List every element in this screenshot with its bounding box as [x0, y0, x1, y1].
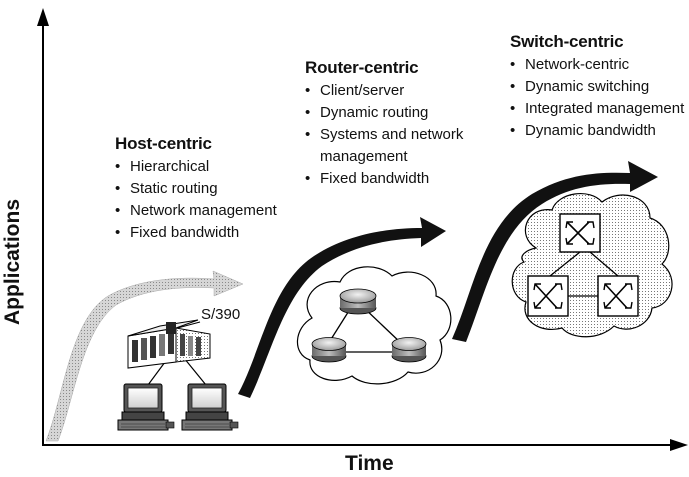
feature-item: Dynamic bandwidth — [510, 120, 684, 142]
workstation-left-icon — [117, 383, 175, 431]
router-centric-growth-arrow — [238, 217, 446, 398]
switch-centric-title: Switch-centric — [510, 32, 624, 51]
host-centric-title: Host-centric — [115, 134, 212, 153]
feature-item: Dynamic routing — [305, 102, 463, 124]
feature-item: Dynamic switching — [510, 76, 684, 98]
switch-right-icon — [597, 275, 639, 317]
workstation-right-icon — [181, 383, 239, 431]
feature-continuation-text: management — [320, 148, 408, 165]
switch-centric-growth-arrow — [452, 161, 658, 342]
feature-item: Systems and network — [305, 124, 463, 146]
x-axis-title: Time — [345, 452, 394, 475]
mainframe-label: S/390 — [201, 306, 241, 323]
host-centric-growth-arrow — [45, 270, 244, 442]
router-right-icon — [391, 337, 427, 363]
feature-item: Integrated management — [510, 98, 684, 120]
feature-item: Network management — [115, 200, 277, 222]
mainframe-link-right — [183, 357, 207, 386]
switch-top-icon — [559, 213, 601, 253]
x-axis-arrowhead — [670, 439, 688, 451]
feature-item: Fixed bandwidth — [115, 222, 277, 244]
s390-mainframe-icon — [127, 319, 211, 386]
router-centric-features: Client/server Dynamic routing Systems an… — [305, 80, 463, 190]
feature-item: Hierarchical — [115, 156, 277, 178]
switch-centric-features: Network-centric Dynamic switching Integr… — [510, 54, 684, 142]
feature-item: Client/server — [305, 80, 463, 102]
feature-item: Network-centric — [510, 54, 684, 76]
feature-item: Static routing — [115, 178, 277, 200]
switch-network-cloud-icon — [511, 193, 673, 338]
axes — [37, 8, 688, 451]
y-axis-arrowhead — [37, 8, 49, 26]
feature-item-continuation: management — [305, 146, 463, 168]
router-network-cloud-icon — [296, 266, 452, 385]
router-centric-title: Router-centric — [305, 58, 419, 77]
y-axis-title: Applications — [1, 198, 24, 326]
switch-left-icon — [527, 275, 569, 317]
feature-item: Fixed bandwidth — [305, 168, 463, 190]
host-centric-features: Hierarchical Static routing Network mana… — [115, 156, 277, 244]
router-top-icon — [339, 288, 377, 315]
router-left-icon — [311, 337, 347, 363]
